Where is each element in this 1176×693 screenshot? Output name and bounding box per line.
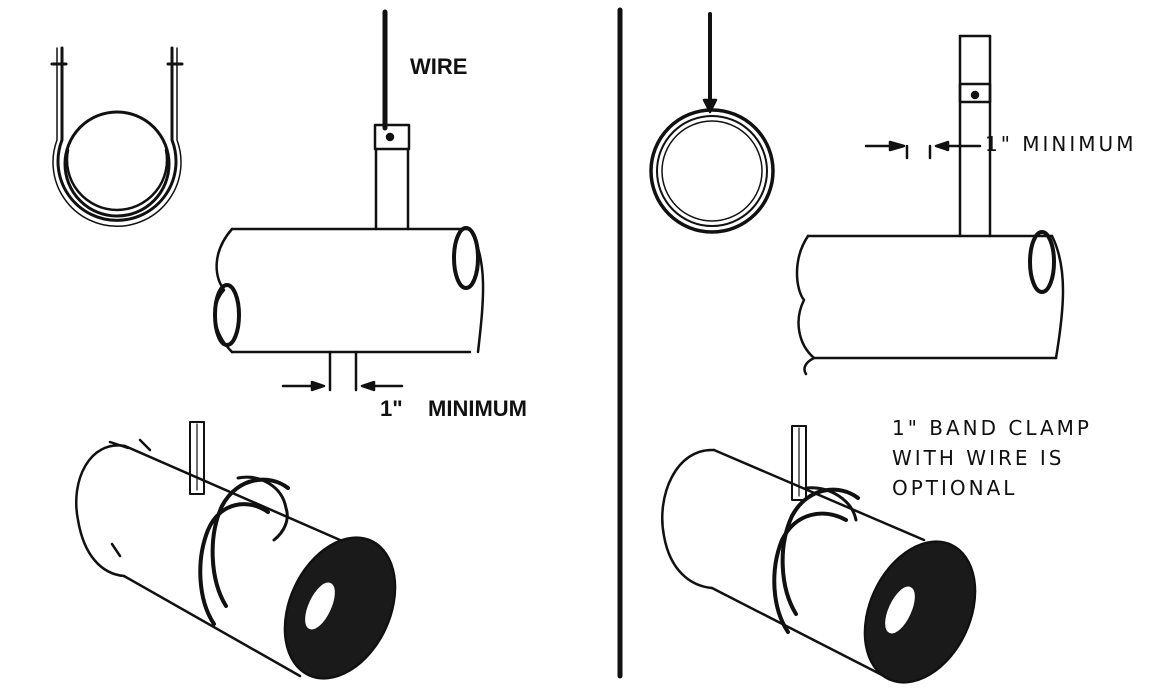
- right-minimum-label: 1" MINIMUM: [985, 132, 1137, 156]
- right-strap: [866, 36, 990, 236]
- left-minimum-inch-label: 1": [380, 396, 403, 421]
- right-pipe-isometric: [662, 426, 996, 688]
- left-wire-strap: [375, 12, 409, 229]
- band-clamp-note-line3: OPTIONAL: [892, 476, 1018, 500]
- left-pipe-isometric: [76, 422, 416, 688]
- left-pipe-side-view: [215, 228, 483, 390]
- band-clamp-ring-icon: [651, 14, 773, 232]
- band-clamp-note-line1: 1" BAND CLAMP: [892, 416, 1092, 440]
- left-minimum-label: MINIMUM: [428, 396, 527, 421]
- right-pipe-side-view: [797, 232, 1063, 374]
- wire-loop-hanger-icon: [52, 48, 182, 226]
- band-clamp-note-line2: WITH WIRE IS: [892, 446, 1065, 470]
- wire-label: WIRE: [410, 54, 468, 79]
